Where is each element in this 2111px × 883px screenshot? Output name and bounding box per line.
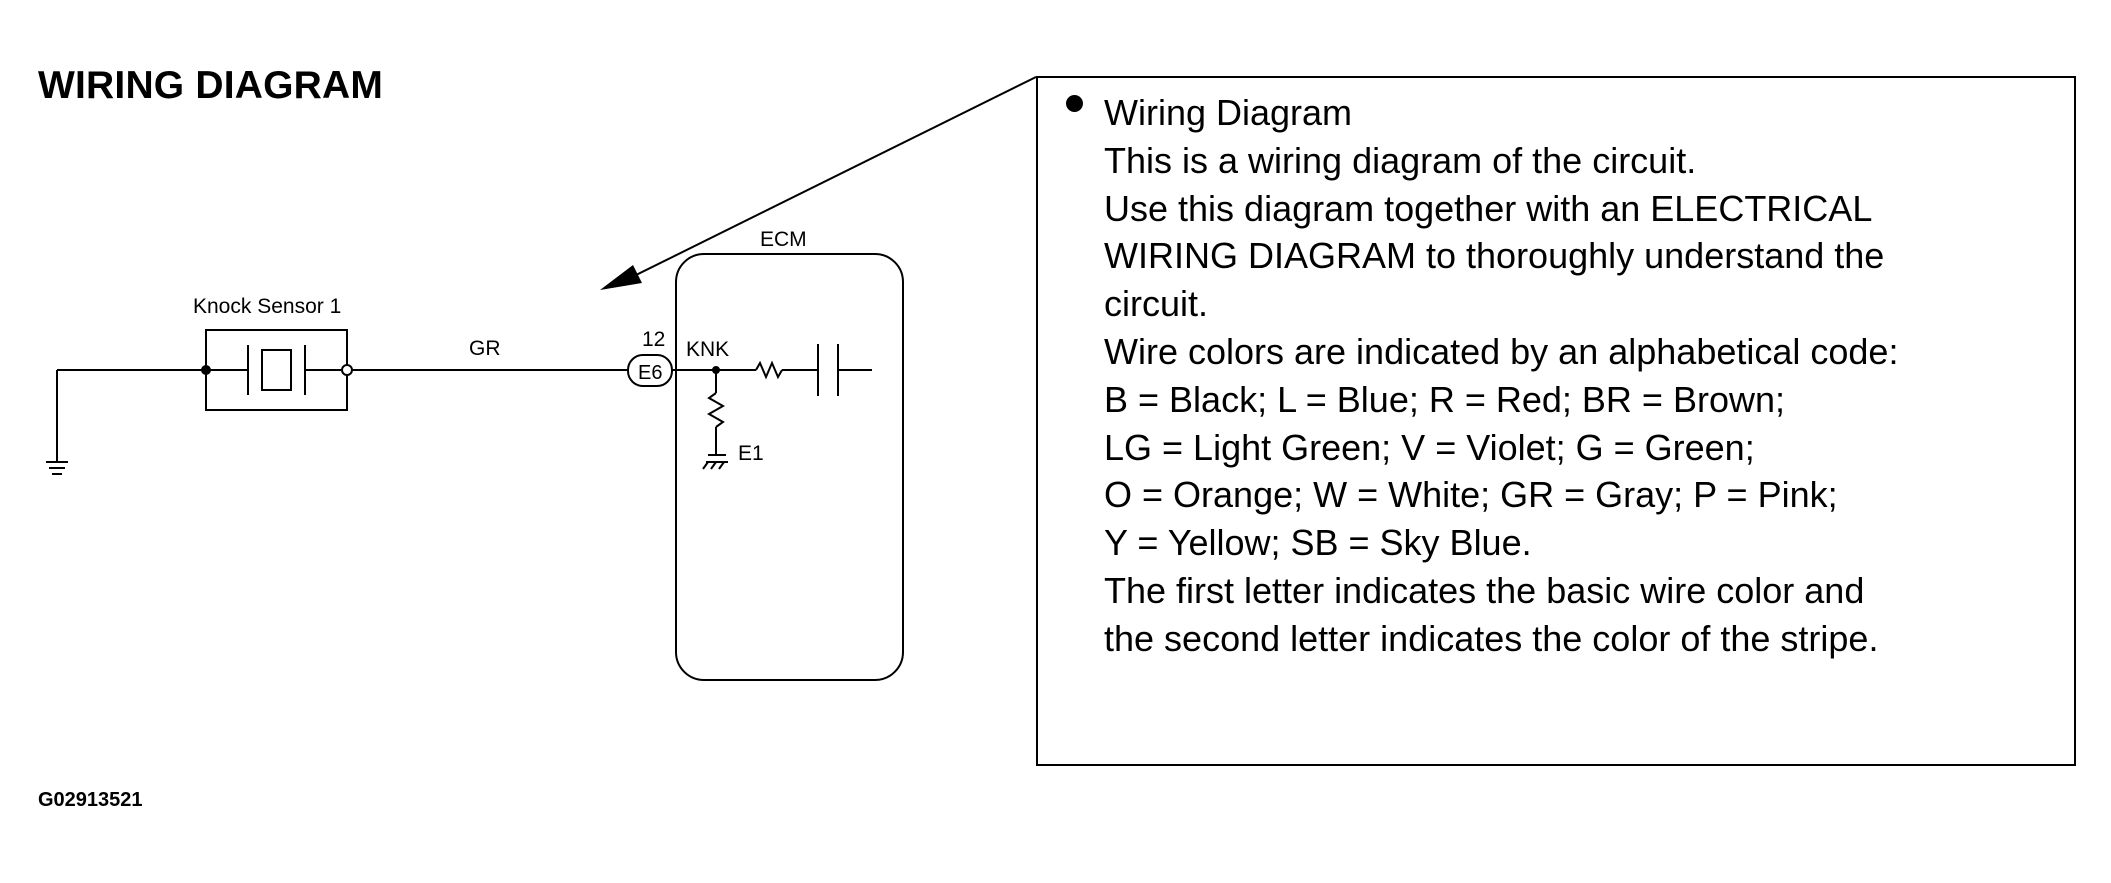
- pin-number: 12: [642, 328, 665, 351]
- note-line: circuit.: [1104, 283, 1209, 325]
- knock-sensor: [201, 329, 353, 411]
- bullet-icon: [1066, 95, 1083, 112]
- note-box: Wiring Diagram This is a wiring diagram …: [1036, 76, 2076, 766]
- callout-arrow: [600, 76, 1037, 290]
- ground-terminal-label: E1: [738, 442, 764, 465]
- connector-label: E6: [638, 362, 662, 384]
- note-text: Wiring Diagram This is a wiring diagram …: [1104, 89, 2064, 663]
- note-line: B = Black; L = Blue; R = Red; BR = Brown…: [1104, 378, 1785, 420]
- note-line: the second letter indicates the color of…: [1104, 617, 1879, 659]
- note-line: Use this diagram together with an ELECTR…: [1104, 187, 1873, 229]
- wire-color-label: GR: [469, 337, 501, 360]
- page-title: WIRING DIAGRAM: [38, 64, 384, 107]
- ecm-internal-circuit: [672, 344, 872, 470]
- note-line: The first letter indicates the basic wir…: [1104, 569, 1865, 611]
- note-line: O = Orange; W = White; GR = Gray; P = Pi…: [1104, 474, 1838, 516]
- figure-id: G02913521: [38, 789, 143, 811]
- note-line: WIRING DIAGRAM to thoroughly understand …: [1104, 235, 1885, 277]
- note-line: Wiring Diagram: [1104, 92, 1353, 133]
- note-line: This is a wiring diagram of the circuit.: [1104, 139, 1697, 181]
- terminal-label: KNK: [686, 338, 729, 361]
- ecm-label: ECM: [760, 228, 807, 251]
- note-line: LG = Light Green; V = Violet; G = Green;: [1104, 426, 1755, 468]
- ecm-box: [675, 253, 904, 681]
- ground-symbol: [46, 369, 206, 475]
- note-line: Y = Yellow; SB = Sky Blue.: [1104, 522, 1532, 564]
- sensor-label: Knock Sensor 1: [193, 295, 341, 318]
- note-line: Wire colors are indicated by an alphabet…: [1104, 330, 1899, 372]
